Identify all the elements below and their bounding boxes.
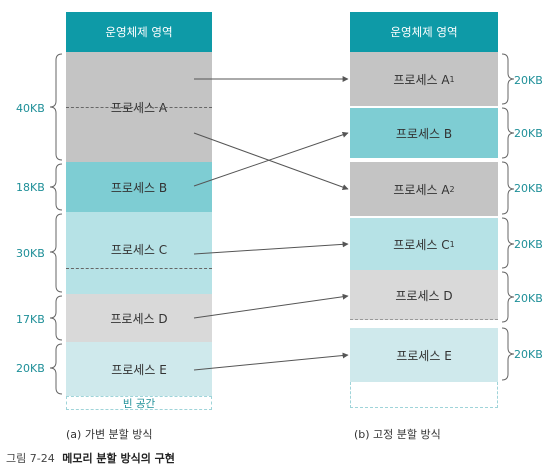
left-process-e: 프로세스 E [66,342,212,396]
right-bracket-6 [501,327,515,381]
right-process-d-divider [350,319,498,320]
right-bracket-3 [501,161,515,215]
left-process-c: 프로세스 C [66,212,212,294]
right-size-4: 20KB [514,238,543,251]
left-bracket-c [49,213,63,293]
left-process-a-divider [66,107,212,108]
right-process-d-label: 프로세스 D [395,288,453,303]
right-size-5: 20KB [514,292,543,305]
left-bracket-b [49,163,63,211]
arrow-a-to-a2 [193,132,349,190]
right-process-b-label: 프로세스 B [395,126,453,141]
left-process-b-label: 프로세스 B [110,180,168,195]
right-process-b: 프로세스 B [350,108,498,158]
right-process-c1-label: 프로세스 C [393,237,450,252]
right-process-a2-label: 프로세스 A [393,182,450,197]
left-process-c-label: 프로세스 C [110,242,168,257]
mapping-arrows [193,76,349,371]
figure-caption: 그림 7-24 메모리 분할 방식의 구현 [6,450,175,466]
left-process-d: 프로세스 D [66,294,212,342]
right-process-c1-sub: 1 [449,239,455,249]
arrow-c-to-c1 [193,241,349,255]
left-free-space-label: 빈 공간 [122,397,156,410]
right-os-area: 운영체제 영역 [350,12,498,52]
right-bracket-2 [501,107,515,159]
arrow-e-to-e [193,352,349,371]
right-process-a2-sub: 2 [449,184,455,194]
left-os-area: 운영체제 영역 [66,12,212,52]
right-process-d: 프로세스 D [350,270,498,320]
left-bracket-a [49,53,63,161]
figure-title: 메모리 분할 방식의 구현 [62,452,175,465]
right-process-e: 프로세스 E [350,328,498,382]
left-size-d: 17KB [16,313,45,326]
left-free-space: 빈 공간 [66,396,212,410]
right-size-brackets [501,53,515,381]
left-size-e: 20KB [16,362,45,375]
left-bracket-e [49,343,63,395]
right-caption: (b) 고정 분할 방식 [354,428,441,441]
right-process-a1-label: 프로세스 A [393,72,450,87]
left-size-brackets [49,53,63,395]
arrow-d-to-d [193,293,349,319]
right-size-1: 20KB [514,74,543,87]
right-bracket-4 [501,217,515,269]
left-caption: (a) 가변 분할 방식 [66,428,153,441]
left-process-e-label: 프로세스 E [111,362,167,377]
left-size-a: 40KB [16,102,45,115]
right-size-6: 20KB [514,348,543,361]
arrow-b-to-b [193,131,349,187]
left-process-d-label: 프로세스 D [110,311,168,326]
right-bracket-1 [501,53,515,105]
left-size-c: 30KB [16,247,45,260]
left-bracket-d [49,295,63,341]
right-process-a1-sub: 1 [449,74,455,84]
left-size-b: 18KB [16,181,45,194]
right-bracket-5 [501,271,515,323]
right-process-e-label: 프로세스 E [396,348,452,363]
right-size-2: 20KB [514,127,543,140]
right-free-space [350,382,498,408]
right-size-3: 20KB [514,182,543,195]
left-process-b: 프로세스 B [66,162,212,212]
left-process-c-divider [66,268,212,269]
figure-number: 그림 7-24 [6,452,55,465]
